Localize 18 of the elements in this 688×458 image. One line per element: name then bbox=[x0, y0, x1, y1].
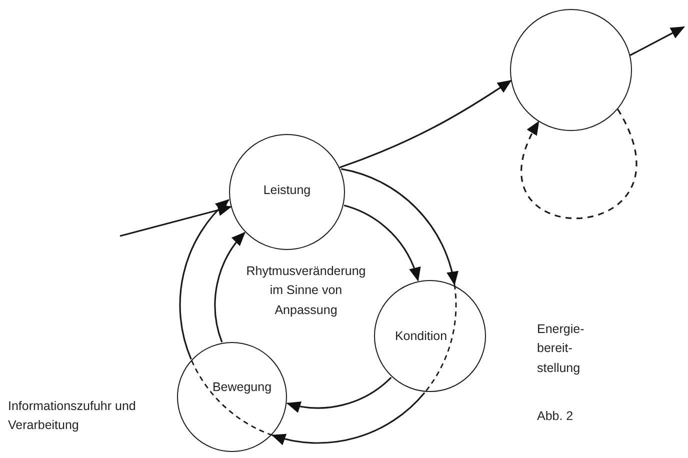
arrow bbox=[344, 204, 420, 282]
circle-node bbox=[510, 9, 632, 131]
note-text: Abb. 2 bbox=[537, 408, 574, 425]
arrow bbox=[120, 204, 232, 237]
arrow bbox=[339, 80, 512, 168]
arrow bbox=[286, 376, 392, 412]
arrow bbox=[179, 199, 230, 360]
arrow bbox=[214, 232, 246, 342]
circle-node: Bewegung bbox=[177, 342, 287, 452]
dashed-arrow bbox=[520, 108, 638, 220]
note-text: Rhytmusveränderung im Sinne von Anpassung bbox=[245, 263, 367, 319]
note-text: Energie- bereit- stellung bbox=[537, 321, 586, 377]
circle-node: Leistung bbox=[229, 134, 345, 250]
note-text: Informationszufuhr und Verarbeitung bbox=[8, 398, 136, 434]
arrow bbox=[271, 392, 426, 445]
arrow bbox=[630, 26, 685, 56]
arrow bbox=[340, 168, 458, 286]
circle-node: Kondition bbox=[374, 280, 486, 392]
